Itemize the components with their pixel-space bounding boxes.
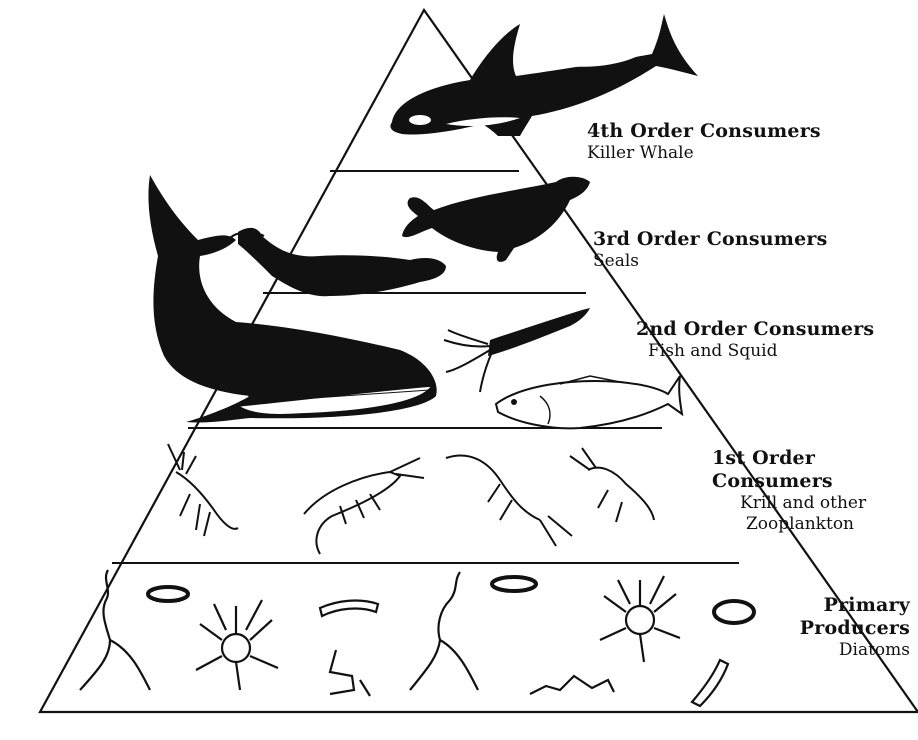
level-1st-order-consumers: 1st Order Consumers Krill and other Zoop…	[712, 447, 866, 535]
level-2nd-order-consumers: 2nd Order Consumers Fish and Squid	[636, 318, 874, 362]
level-title-line-1: Primary	[800, 594, 910, 617]
level-title-line-1: 1st Order	[712, 447, 866, 470]
level-4th-order-consumers: 4th Order Consumers Killer Whale	[587, 120, 821, 164]
level-subtitle: Seals	[593, 251, 828, 272]
level-subtitle: Killer Whale	[587, 143, 821, 164]
level-title-line-2: Consumers	[712, 470, 866, 493]
level-subtitle-line-1: Krill and other	[712, 493, 866, 514]
level-subtitle: Fish and Squid	[636, 341, 874, 362]
level-title: 4th Order Consumers	[587, 120, 821, 143]
level-subtitle-line-2: Zooplankton	[712, 514, 866, 535]
level-3rd-order-consumers: 3rd Order Consumers Seals	[593, 228, 828, 272]
level-title-line-2: Producers	[800, 617, 910, 640]
level-title: 3rd Order Consumers	[593, 228, 828, 251]
level-subtitle: Diatoms	[800, 640, 910, 661]
level-primary-producers: Primary Producers Diatoms	[800, 594, 910, 661]
level-title: 2nd Order Consumers	[636, 318, 874, 341]
